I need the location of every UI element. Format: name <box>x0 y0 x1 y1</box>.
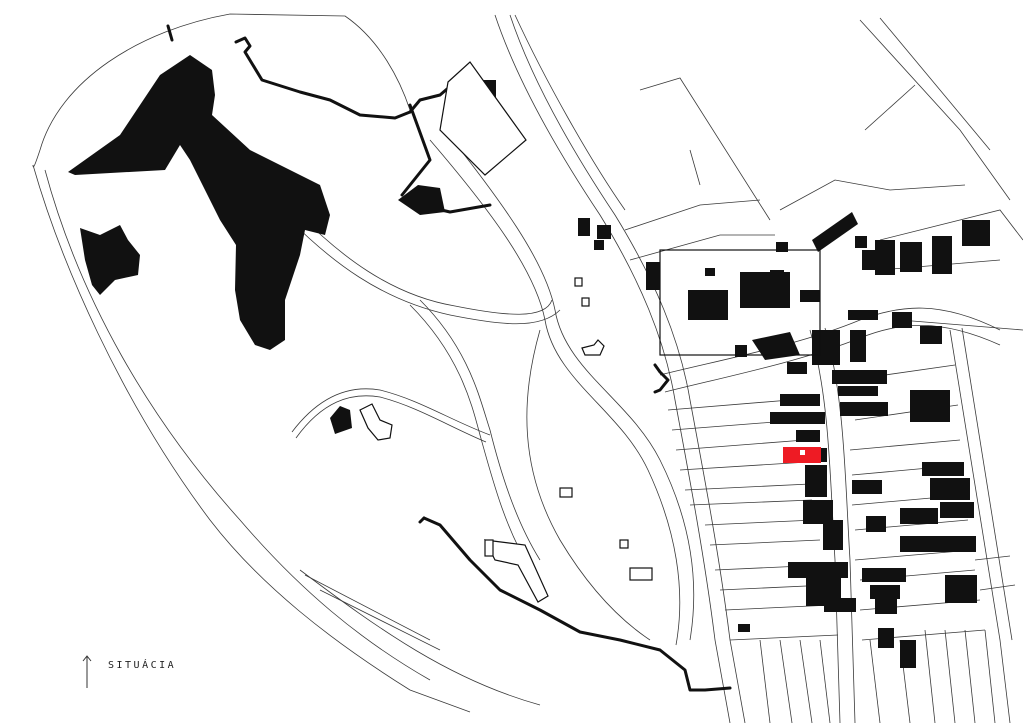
north-arrow-icon <box>82 655 92 688</box>
caption-label: SITUÁCIA <box>108 659 177 671</box>
bastion-building <box>80 225 140 295</box>
map-caption: SITUÁCIA <box>80 652 176 692</box>
road-network <box>32 13 1023 723</box>
buildings <box>68 55 990 668</box>
outlined-structures <box>359 61 821 603</box>
castle-building <box>68 55 330 350</box>
highlighted-site <box>783 447 821 463</box>
